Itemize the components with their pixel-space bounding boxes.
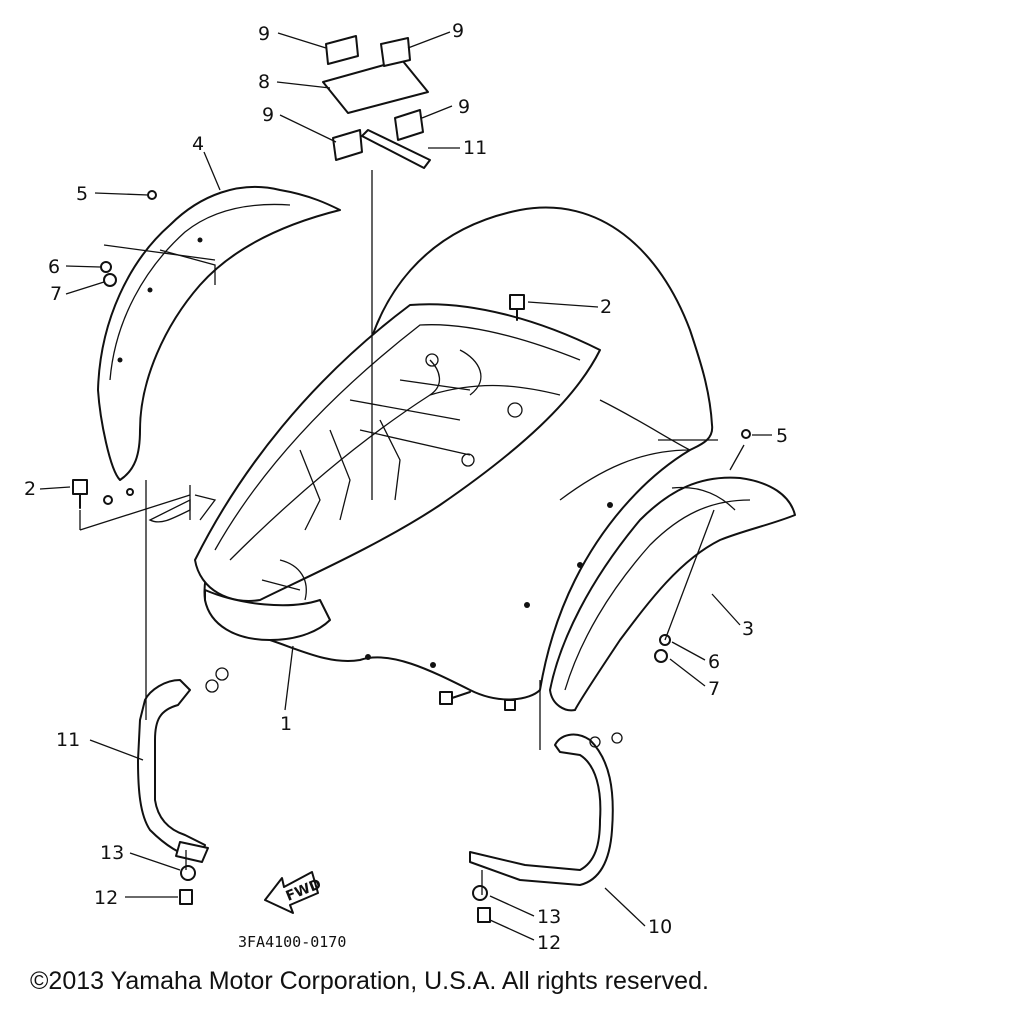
callout-5: 5 — [776, 425, 788, 447]
right-stay — [469, 732, 623, 886]
callout-1: 1 — [280, 713, 292, 735]
callout-6: 6 — [48, 256, 60, 278]
seat-pads — [322, 35, 431, 169]
callout-9: 9 — [258, 23, 270, 45]
callout-8: 8 — [258, 71, 270, 93]
callout-11: 11 — [56, 729, 80, 751]
callout-10: 10 — [648, 916, 672, 938]
callout-11: 11 — [463, 137, 487, 159]
callout-13: 13 — [537, 906, 561, 928]
callout-9: 9 — [452, 20, 464, 42]
right-mud-flap — [549, 476, 796, 712]
left-mud-flap — [97, 186, 341, 481]
bolt-bottom — [439, 691, 471, 705]
callout-4: 4 — [192, 133, 204, 155]
callout-7: 7 — [708, 678, 720, 700]
bolt-2-right — [509, 294, 525, 321]
callout-7: 7 — [50, 283, 62, 305]
callout-9: 9 — [458, 96, 470, 118]
forward-arrow: FWD — [264, 871, 324, 914]
callout-6: 6 — [708, 651, 720, 673]
rear-fender-body — [148, 206, 714, 701]
callout-2: 2 — [24, 478, 36, 500]
assembly-lines — [79, 170, 745, 895]
callout-5: 5 — [76, 183, 88, 205]
copyright-notice: ©2013 Yamaha Motor Corporation, U.S.A. A… — [30, 967, 709, 995]
leader-lines — [39, 31, 772, 941]
left-stay — [137, 667, 229, 863]
diagram-code: 3FA4100-0170 — [238, 933, 346, 951]
callout-12: 12 — [537, 932, 561, 954]
bolt-2-left — [72, 479, 88, 509]
callout-12: 12 — [94, 887, 118, 909]
callout-9: 9 — [262, 104, 274, 126]
callouts: 9 9 8 9 9 11 4 5 6 7 2 5 2 3 6 7 1 11 13… — [24, 20, 788, 954]
callout-2: 2 — [600, 296, 612, 318]
callout-13: 13 — [100, 842, 124, 864]
hardware — [72, 190, 751, 923]
callout-3: 3 — [742, 618, 754, 640]
